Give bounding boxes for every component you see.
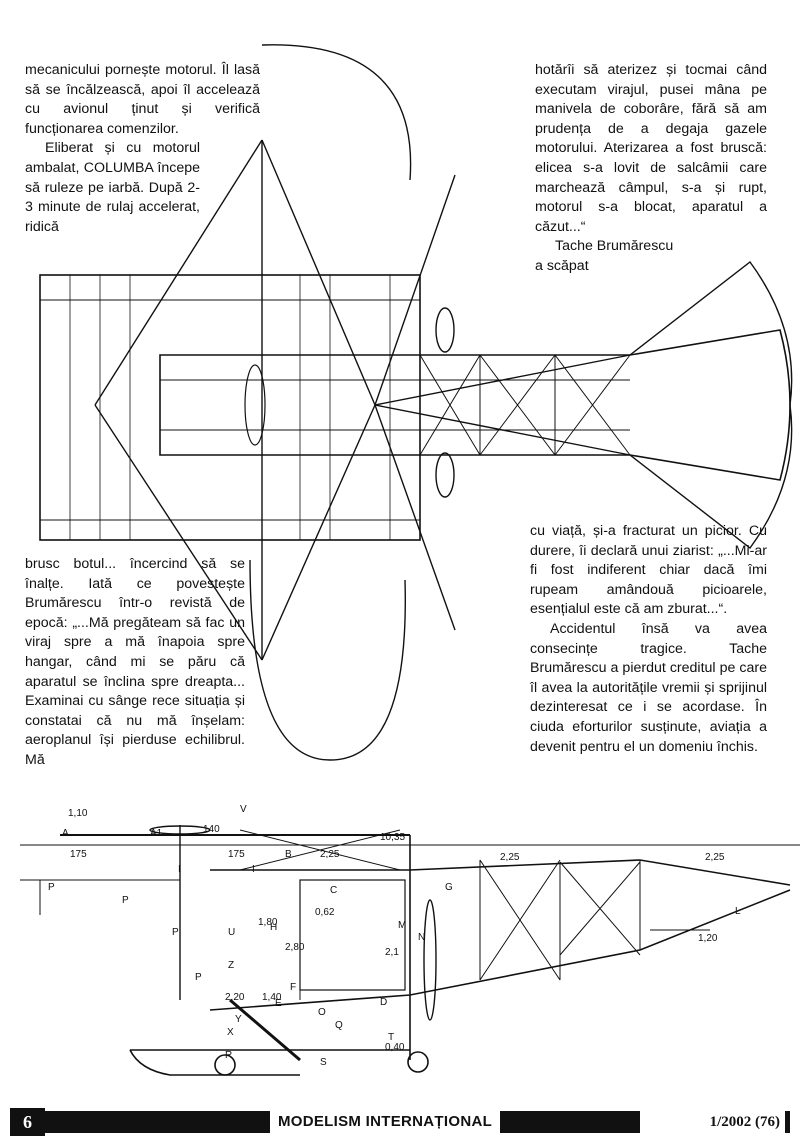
letter-label: P	[48, 882, 55, 893]
paragraph: Eliberat și cu motorul ambalat, COLUMBA …	[25, 140, 200, 235]
top-view-fuselage	[159, 329, 791, 481]
dim-label: 0,62	[315, 907, 335, 918]
letter-label: I	[252, 864, 255, 875]
paragraph: cu viață, și-a fracturat un picior. Cu d…	[530, 523, 767, 618]
letter-label: D	[380, 997, 387, 1008]
letter-label: P	[195, 972, 202, 983]
dim-label: 1,10	[68, 808, 88, 819]
letter-label: X	[227, 1027, 234, 1038]
dim-label: 1,20	[698, 933, 718, 944]
letter-label: Q	[335, 1020, 343, 1031]
top-view-wing	[39, 274, 421, 541]
letter-label: N	[418, 932, 425, 943]
dim-label: 2,25	[500, 852, 520, 863]
letter-label: A	[62, 828, 69, 839]
dim-label: 175	[228, 849, 245, 860]
dim-label: 2,20	[225, 992, 245, 1003]
letter-label: A1	[150, 828, 163, 839]
drawing-dimension-labels: 175 175 2,25 2,25 2,25 10,35 0,62 1,80 2…	[48, 804, 741, 1068]
page-number: 6	[10, 1108, 45, 1136]
dim-label: 10,35	[380, 832, 405, 843]
letter-label: G	[445, 882, 453, 893]
dim-label: 140	[203, 824, 220, 835]
article-column-bottom-left: brusc botul... încercind să se înalțe. I…	[25, 555, 245, 771]
letter-label: S	[320, 1057, 327, 1068]
letter-label: T	[388, 1032, 394, 1043]
dim-label: 2,1	[385, 947, 399, 958]
dim-label: 2,25	[320, 849, 340, 860]
letter-label: P	[122, 895, 129, 906]
letter-label: V	[240, 804, 247, 815]
page-footer: 6 MODELISM INTERNAȚIONAL 1/2002 (76)	[0, 1106, 800, 1136]
dim-label: 0,40	[385, 1042, 405, 1053]
magazine-name: MODELISM INTERNAȚIONAL	[270, 1111, 500, 1133]
article-column-bottom-right: cu viață, și-a fracturat un picior. Cu d…	[530, 522, 767, 757]
letter-label: P	[172, 927, 179, 938]
issue-number: 1/2002 (76)	[640, 1111, 785, 1133]
paragraph: brusc botul... încercind să se înalțe. I…	[25, 556, 245, 768]
letter-label: L	[735, 906, 741, 917]
letter-label: R	[225, 1050, 232, 1061]
letter-label: B	[285, 849, 292, 860]
letter-label: U	[228, 927, 235, 938]
letter-label: I	[178, 864, 181, 875]
dim-label: 1,80	[258, 917, 278, 928]
letter-label: H	[270, 922, 277, 933]
side-view	[20, 825, 800, 1076]
letter-label: Z	[228, 960, 234, 971]
article-column-top-right: hotărîi să aterizez și tocmai când execu…	[535, 61, 767, 277]
dim-label: 2,25	[705, 852, 725, 863]
letter-label: E	[275, 998, 282, 1009]
letter-label: M	[398, 920, 406, 931]
letter-label: Y	[235, 1014, 242, 1025]
paragraph: hotărîi să aterizez și tocmai când execu…	[535, 62, 767, 235]
letter-label: C	[330, 885, 337, 896]
paragraph: Tache Brumărescu a scăpat	[535, 238, 674, 274]
letter-label: O	[318, 1007, 326, 1018]
paragraph: mecanicului pornește motorul. Îl lasă să…	[25, 62, 260, 137]
dim-label: 2,80	[285, 942, 305, 953]
dim-label: 175	[70, 849, 87, 860]
article-column-top-left: mecanicului pornește motorul. Îl lasă să…	[25, 61, 260, 237]
dim-label: 1,40	[262, 992, 282, 1003]
letter-label: F	[290, 982, 296, 993]
paragraph: Accidentul însă va avea consecințe tragi…	[530, 620, 767, 755]
